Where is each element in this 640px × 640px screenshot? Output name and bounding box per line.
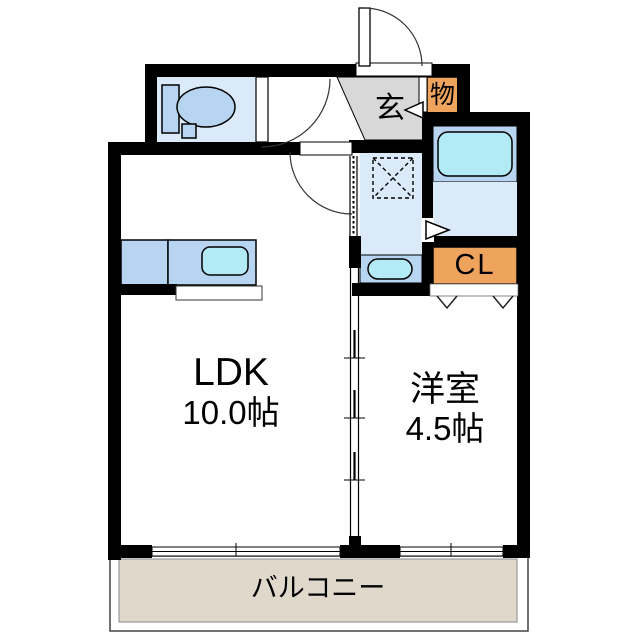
ldk-western-sliding-door: [344, 268, 365, 536]
western-room-label: 洋室 4.5帖: [362, 370, 528, 448]
entrance-threshold: [355, 62, 433, 77]
toilet: [161, 84, 236, 139]
bathroom-floor: [433, 182, 517, 237]
washing-machine-space: [372, 157, 414, 199]
storage-label: 物: [429, 81, 455, 109]
western-room-name: 洋室: [409, 370, 480, 409]
washroom-partition: [349, 156, 358, 236]
fixtures: [161, 84, 513, 301]
balcony-label: バルコニー: [250, 573, 386, 603]
western-room-window: [399, 543, 504, 557]
balcony-area: [118, 558, 518, 623]
western-room-size: 4.5帖: [405, 410, 485, 447]
ldk-size: 10.0帖: [182, 394, 280, 431]
bathtub: [437, 131, 513, 177]
walls: [108, 64, 530, 560]
washroom: [360, 153, 422, 256]
entrance-door-arc: [363, 7, 423, 67]
bath-door-arrow: [425, 219, 452, 241]
closet-bifold-doors: [429, 283, 519, 310]
ldk-room-label: LDK 10.0帖: [126, 352, 336, 432]
toilet-door-arc: [261, 78, 331, 148]
kitchen-counter: [175, 285, 263, 301]
door-swing-arcs: [261, 7, 423, 215]
doors-and-openings: [151, 7, 519, 557]
entrance-step-arrow: [403, 100, 424, 120]
ldk-name: LDK: [193, 351, 269, 394]
kitchen-unit-left: [120, 239, 169, 286]
washbasin: [367, 258, 413, 280]
entrance-label: 玄: [375, 92, 405, 125]
ldk-window: [151, 543, 341, 557]
ldk-door-arc: [289, 151, 353, 215]
kitchen-sink: [201, 246, 249, 276]
ldk-door-opening: [299, 141, 353, 156]
entrance-door-leaf: [358, 7, 371, 67]
closet-label: CL: [454, 249, 496, 281]
sliding-partitions: [344, 156, 365, 536]
toilet-door-leaf: [255, 76, 269, 143]
